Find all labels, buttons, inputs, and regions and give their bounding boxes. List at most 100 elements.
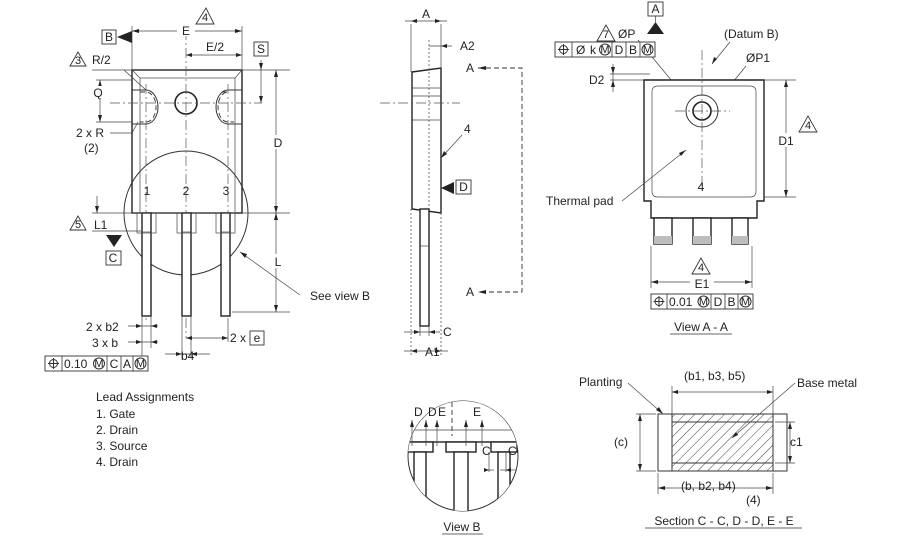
- section-title: Section C - C, D - D, E - E: [654, 514, 793, 528]
- see-view-b-label: See view B: [310, 289, 370, 303]
- pin-2-label: 2: [183, 184, 190, 198]
- dim-l1: L1: [94, 218, 108, 232]
- section-a-top: A: [466, 61, 474, 75]
- dim-d: D: [274, 136, 283, 150]
- section-c-left: (c): [614, 435, 628, 449]
- side-view: A A2 A A 4 D C A1: [380, 7, 523, 359]
- fcf-tolerance: 0.10: [64, 357, 88, 371]
- dim-r-half: R/2: [92, 53, 111, 67]
- fcf-k-b: B: [629, 43, 637, 57]
- fcf2-value: 0.01: [669, 295, 693, 309]
- view-aa-body: [643, 79, 765, 219]
- dim-q: Q: [93, 86, 102, 100]
- dim-phi-p: ØP: [618, 27, 635, 41]
- note-4-bottom: 4: [698, 262, 704, 274]
- fcf-k-d: D: [615, 43, 624, 57]
- fcf-k-phi: Ø: [576, 43, 585, 57]
- dim-b4: b4: [181, 349, 195, 363]
- note-5-label: 5: [75, 219, 81, 231]
- s-label: S: [257, 42, 265, 56]
- datum-b-note: (Datum B): [724, 27, 779, 41]
- datum-d-label: D: [459, 180, 468, 194]
- dim-phi-p1: ØP1: [746, 51, 770, 65]
- note-4-triangle: [195, 7, 215, 25]
- e-pitch-box: [249, 330, 265, 346]
- note-4-bottom-triangle: [691, 257, 711, 275]
- lead-1: [141, 212, 152, 317]
- note-4-right-triangle: [798, 115, 818, 133]
- fcf-m: M: [94, 358, 103, 370]
- section-c1: c1: [790, 435, 803, 449]
- view-b-c1: C: [482, 444, 491, 458]
- front-fcf: 0.10 M C A M: [44, 355, 149, 372]
- view-b-d2: D: [428, 405, 437, 419]
- view-b: D D E E C C View B: [407, 400, 519, 535]
- section-core: [671, 421, 774, 464]
- dim-a2: A2: [460, 39, 475, 53]
- side-lead: [419, 208, 430, 327]
- lead-2: [181, 212, 192, 317]
- datum-b-box: [101, 29, 117, 45]
- dim-c: C: [443, 325, 452, 339]
- lead-item-2: 2. Drain: [96, 423, 138, 437]
- planting-label: Planting: [579, 375, 622, 389]
- fcf-m2: M: [136, 358, 145, 370]
- view-aa: A 7 ØP (Datum B) ØP1 Ø k M: [546, 1, 818, 335]
- view-b-e2: E: [473, 405, 481, 419]
- datum-c-box: [105, 250, 122, 266]
- section-b-top: (b1, b3, b5): [684, 369, 745, 383]
- dim-a1: A1: [425, 345, 440, 359]
- dim-a: A: [422, 7, 430, 21]
- view-aa-datum-a: A: [651, 2, 659, 16]
- pin-3-label: 3: [223, 184, 230, 198]
- section-note: (4): [746, 493, 761, 507]
- dim-e: E: [182, 24, 190, 38]
- view-b-e1: E: [438, 405, 446, 419]
- view-b-d1: D: [414, 405, 423, 419]
- section-outline: [657, 413, 788, 472]
- fcf-k-m: M: [600, 44, 609, 56]
- datum-b-label: B: [105, 30, 113, 44]
- note-7-label: 7: [603, 29, 609, 41]
- s-box: [253, 41, 269, 57]
- fcf-c: C: [110, 357, 119, 371]
- dim-2xe-prefix: 2 x: [230, 331, 246, 345]
- fcf-k: k: [590, 43, 597, 57]
- datum-d-box: [455, 179, 472, 195]
- dim-2xr: 2 x R: [76, 126, 104, 140]
- note-7-triangle: [596, 24, 616, 42]
- right-notch: [215, 89, 242, 125]
- view-aa-fcf-k: Ø k M D B M: [554, 41, 656, 58]
- left-notch: [132, 89, 159, 125]
- thermal-pad-label: Thermal pad: [546, 194, 613, 208]
- fcf2-m: M: [699, 296, 708, 308]
- base-metal-label: Base metal: [797, 376, 857, 390]
- thermal-pad-outline: [651, 85, 757, 198]
- lead-assignments-title: Lead Assignments: [96, 390, 194, 404]
- lead-item-1: 1. Gate: [96, 407, 136, 421]
- view-aa-title: View A - A: [674, 320, 728, 334]
- lead4-label: 4: [464, 122, 471, 136]
- dim-2xb2: 2 x b2: [86, 320, 119, 334]
- note-4-right: 4: [805, 120, 811, 132]
- dim-l: L: [275, 255, 282, 269]
- lead-3: [220, 212, 231, 317]
- dim-e1: E1: [695, 277, 710, 291]
- note-4-label: 4: [202, 12, 208, 24]
- fcf2-m2: M: [741, 296, 750, 308]
- pad-note: 4: [698, 180, 705, 194]
- fcf-a: A: [123, 357, 131, 371]
- dim-e-half: E/2: [206, 40, 224, 54]
- section-a-bottom: A: [466, 285, 474, 299]
- view-b-title: View B: [443, 520, 480, 534]
- fcf-k-m2: M: [643, 44, 652, 56]
- dim-d1: D1: [778, 134, 794, 148]
- fcf2-d: D: [714, 295, 723, 309]
- note-5-triangle: [69, 215, 87, 231]
- dim-2xr-note: (2): [84, 141, 99, 155]
- lead-item-3: 3. Source: [96, 439, 148, 453]
- lead-item-4: 4. Drain: [96, 455, 138, 469]
- side-body: [411, 67, 442, 214]
